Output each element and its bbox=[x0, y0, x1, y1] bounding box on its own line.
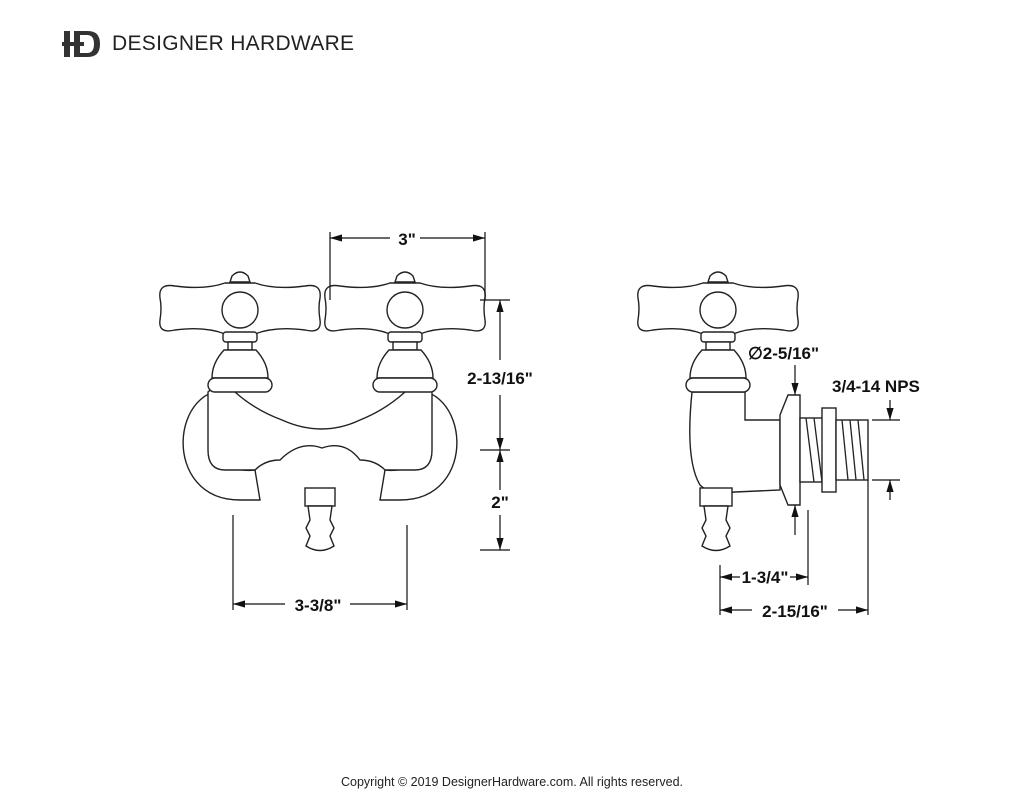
monogram-icon bbox=[62, 31, 100, 57]
side-view bbox=[637, 271, 869, 552]
dim-thread: 3/4-14 NPS bbox=[832, 377, 920, 396]
dimension-lines bbox=[232, 232, 900, 615]
brand-logo: DESIGNER HARDWARE bbox=[62, 28, 354, 60]
brand-name: DESIGNER HARDWARE bbox=[112, 32, 355, 55]
dim-depth-overall: 2-15/16" bbox=[762, 602, 828, 621]
dim-width-front: 3-3/8" bbox=[295, 596, 342, 615]
copyright-notice: Copyright © 2019 DesignerHardware.com. A… bbox=[341, 775, 683, 789]
dim-depth-flange: 1-3/4" bbox=[742, 568, 789, 587]
dim-flange-diameter: ∅2-5/16" bbox=[748, 344, 819, 363]
dim-height-lower: 2" bbox=[491, 493, 509, 512]
dim-height-upper: 2-13/16" bbox=[467, 369, 533, 388]
front-view bbox=[159, 271, 486, 552]
dim-center-spacing: 3" bbox=[398, 230, 416, 249]
